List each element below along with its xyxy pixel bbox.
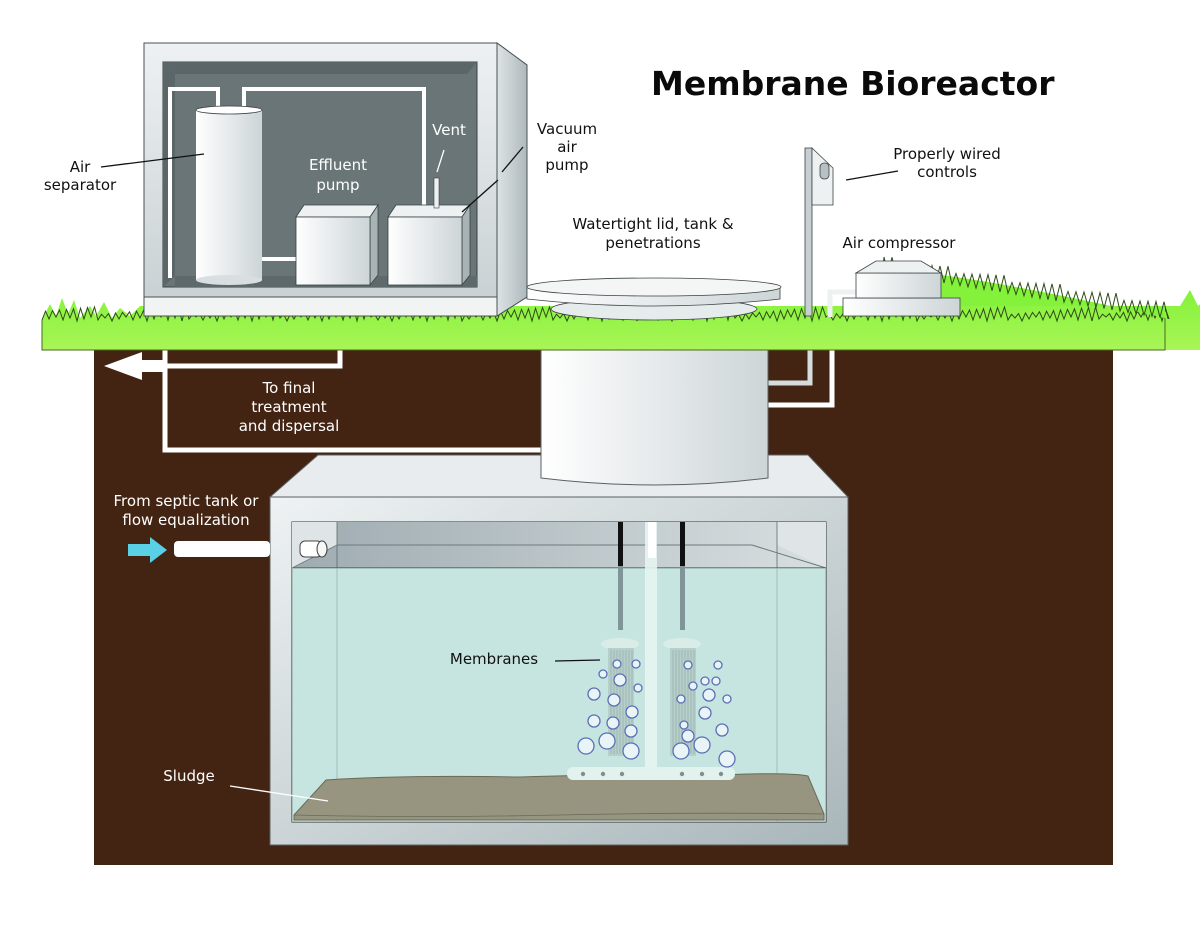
air-bubble bbox=[577, 737, 595, 755]
air-bubble bbox=[598, 669, 608, 679]
leader-lines bbox=[100, 146, 899, 662]
air-bubble bbox=[693, 736, 711, 754]
inflow-pipe bbox=[174, 540, 328, 558]
air-bubble bbox=[718, 750, 736, 768]
air-bubble bbox=[624, 724, 638, 738]
air-bubble bbox=[631, 659, 641, 669]
vent-leader bbox=[436, 149, 445, 173]
air-bubble bbox=[698, 706, 712, 720]
air-bubble bbox=[606, 716, 620, 730]
air-bubble bbox=[700, 676, 710, 686]
air-bubble bbox=[683, 660, 693, 670]
air-bubble bbox=[702, 688, 716, 702]
air-bubble bbox=[681, 729, 695, 743]
label-air-compressor: Air compressor bbox=[843, 234, 957, 252]
label-membranes: Membranes bbox=[450, 650, 538, 668]
arrow-left-icon bbox=[104, 352, 165, 380]
air-bubble bbox=[587, 714, 601, 728]
control-panel bbox=[804, 147, 834, 317]
air-bubble bbox=[613, 673, 627, 687]
watertight-lid bbox=[526, 277, 782, 321]
air-bubble bbox=[676, 694, 686, 704]
membrane-assembly bbox=[567, 522, 736, 780]
label-sludge: Sludge bbox=[163, 767, 214, 785]
air-bubble bbox=[612, 659, 622, 669]
air-separator bbox=[195, 105, 263, 285]
air-bubble bbox=[711, 676, 721, 686]
air-bubble bbox=[715, 723, 729, 737]
air-bubble bbox=[587, 687, 601, 701]
air-bubble bbox=[713, 660, 723, 670]
air-bubble bbox=[607, 693, 621, 707]
air-compressor bbox=[827, 260, 961, 317]
air-bubble bbox=[679, 720, 689, 730]
air-bubble bbox=[722, 694, 732, 704]
air-bubble bbox=[672, 742, 690, 760]
air-diffuser bbox=[567, 767, 735, 780]
label-watertight: Watertight lid, tank &penetrations bbox=[572, 215, 733, 252]
effluent-pump bbox=[295, 203, 379, 287]
page-title: Membrane Bioreactor bbox=[651, 64, 1055, 103]
vacuum-air-pump bbox=[387, 177, 471, 287]
riser bbox=[540, 339, 769, 486]
air-lines bbox=[768, 345, 835, 408]
air-bubble bbox=[625, 705, 639, 719]
sludge-leader bbox=[229, 785, 329, 802]
air-bubble bbox=[633, 683, 643, 693]
label-vent: Vent bbox=[432, 121, 466, 139]
air-bubble bbox=[598, 732, 616, 750]
air-bubble bbox=[688, 681, 698, 691]
arrow-right-icon bbox=[128, 537, 167, 563]
air-bubble bbox=[622, 742, 640, 760]
outflow-pipe bbox=[162, 345, 542, 453]
air-bubble-icon bbox=[577, 659, 736, 768]
